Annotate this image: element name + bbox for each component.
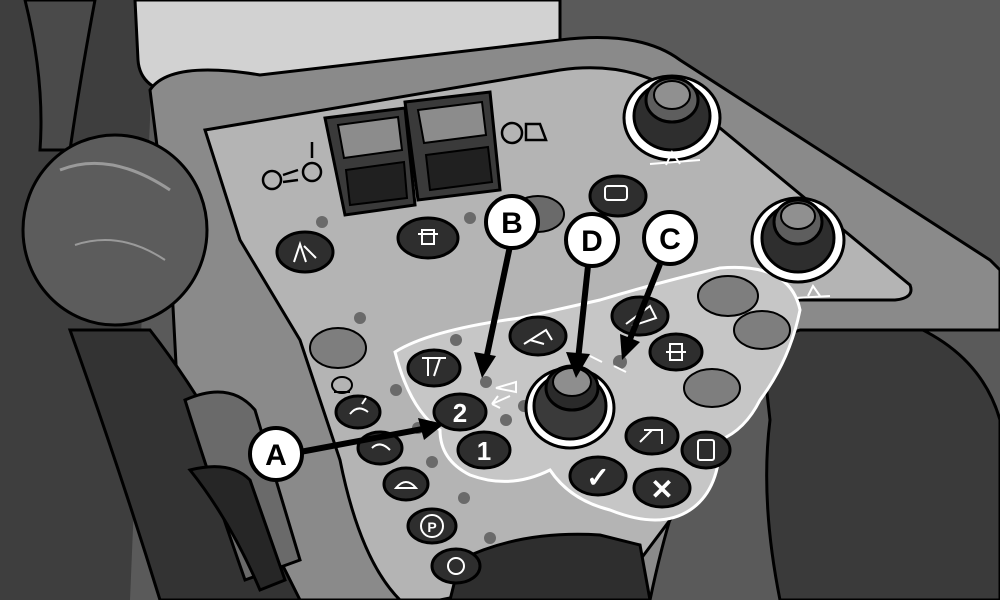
knob-highlight-2 — [74, 239, 166, 261]
adjust-arrows-icon — [649, 149, 701, 166]
confirm-icon: ✓ — [586, 462, 609, 493]
gear-1-label: 1 — [477, 436, 491, 466]
blank-button[interactable] — [697, 275, 759, 317]
callout-d-label: D — [581, 225, 603, 258]
gate-slot — [187, 465, 287, 592]
unload-icon — [523, 328, 553, 345]
rocker-switch-right[interactable] — [403, 90, 502, 202]
confirm-button[interactable]: ✓ — [568, 455, 628, 497]
beacon-icon — [418, 229, 438, 245]
width-arrows-icon — [794, 284, 831, 299]
indicator-lamp — [480, 376, 492, 388]
callout-a: A — [248, 418, 444, 482]
knob-highlight — [59, 161, 171, 192]
park-button[interactable]: P — [406, 507, 458, 545]
engine-icon — [447, 557, 465, 575]
gear-2-button[interactable]: 2 — [432, 392, 488, 432]
speed-icon — [331, 376, 353, 394]
turtle-button[interactable] — [382, 466, 430, 502]
arrow-small-icon — [491, 380, 517, 409]
info-button[interactable] — [680, 430, 732, 470]
cancel-button[interactable]: ✕ — [632, 467, 692, 509]
screen-icon — [604, 185, 628, 201]
tilt-button[interactable] — [648, 332, 704, 372]
callout-d: D — [564, 212, 620, 378]
feed-button[interactable] — [624, 416, 680, 456]
header-button[interactable] — [406, 348, 462, 388]
blank-button[interactable] — [309, 327, 367, 369]
park-label: P — [427, 519, 436, 535]
unload-button[interactable] — [508, 315, 568, 357]
rabbit-icon — [349, 397, 369, 415]
indicator-lamp — [450, 334, 462, 346]
indicator-lamp — [484, 532, 496, 544]
auger-button[interactable] — [275, 230, 335, 274]
auger-icon — [293, 240, 317, 263]
indicator-lamp — [458, 492, 470, 504]
engine-button[interactable] — [430, 547, 482, 585]
lever-knob[interactable] — [21, 133, 209, 327]
gear-1-button[interactable]: 1 — [456, 430, 512, 470]
rabbit-button[interactable] — [334, 394, 382, 430]
indicator-lamp — [354, 312, 366, 324]
indicator-lamp — [426, 456, 438, 468]
screen-button[interactable] — [588, 174, 648, 218]
beacon-button[interactable] — [396, 216, 460, 260]
rotary-knob-lower[interactable] — [750, 196, 846, 284]
mode-icon — [371, 443, 391, 451]
spout-arrows-icon — [589, 355, 627, 373]
turtle-icon — [393, 481, 419, 489]
cancel-icon: ✕ — [650, 474, 673, 505]
indicator-lamp — [500, 414, 512, 426]
indicator-lamp — [316, 216, 328, 228]
blank-button[interactable] — [733, 310, 791, 350]
lower-block — [448, 532, 652, 600]
gear-2-label: 2 — [453, 398, 467, 428]
indicator-lamp — [464, 212, 476, 224]
header-icon — [422, 357, 446, 377]
feed-icon — [639, 429, 663, 444]
tilt-icon — [666, 343, 686, 361]
blank-button[interactable] — [683, 368, 741, 408]
callout-c: C — [620, 210, 698, 360]
indicator-lamp — [390, 384, 402, 396]
callout-b: B — [474, 194, 540, 378]
callout-b-label: B — [501, 207, 523, 240]
rotary-knob-upper[interactable] — [622, 74, 722, 162]
circle-square-symbol-icon — [500, 121, 548, 145]
info-icon — [697, 439, 715, 461]
light-symbol-icon — [261, 142, 323, 191]
rocker-switch-left[interactable] — [323, 106, 417, 217]
park-icon — [420, 514, 444, 538]
callout-c-label: C — [659, 223, 681, 256]
joystick[interactable] — [524, 364, 616, 450]
callout-a-label: A — [265, 439, 287, 472]
